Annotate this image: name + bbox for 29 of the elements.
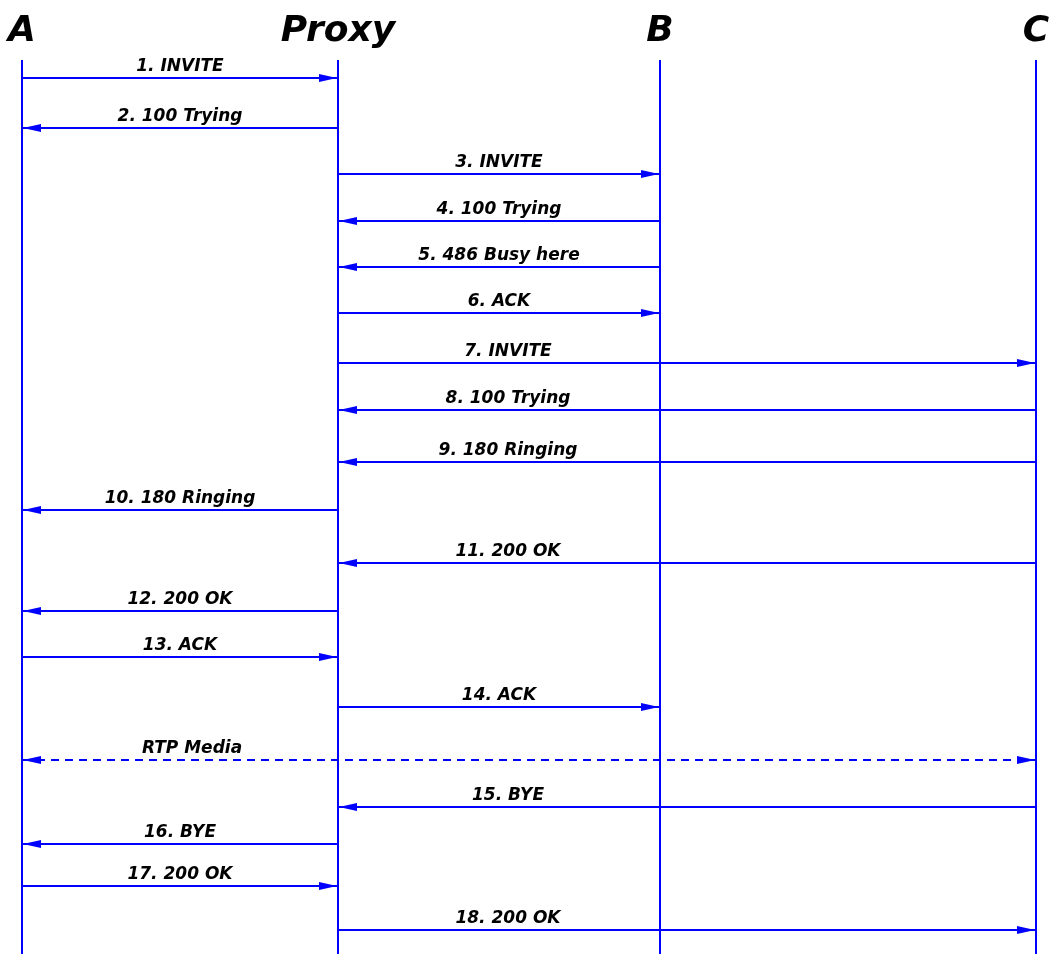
participant-label: A — [5, 8, 37, 50]
message-arrow — [22, 756, 1036, 764]
message-arrow — [338, 803, 1036, 811]
message-arrow — [338, 309, 660, 317]
message-label: 5. 486 Busy here — [416, 244, 582, 264]
message-arrow — [22, 653, 338, 661]
message-label: 4. 100 Trying — [434, 198, 564, 218]
message-arrow — [22, 506, 338, 514]
message-arrow — [338, 559, 1036, 567]
message-arrow — [22, 124, 338, 132]
participant-label: B — [645, 8, 675, 50]
message-arrow — [22, 607, 338, 615]
message-arrow — [338, 359, 1036, 367]
message-label: 2. 100 Trying — [115, 105, 245, 125]
message-arrow — [338, 263, 660, 271]
message-arrow — [338, 926, 1036, 934]
message-arrow — [338, 458, 1036, 466]
message-label: 10. 180 Ringing — [102, 487, 258, 507]
message-arrow — [22, 882, 338, 890]
message-label: 8. 100 Trying — [443, 387, 573, 407]
participant-label: Proxy — [279, 8, 398, 50]
message-arrow — [338, 217, 660, 225]
message-label: 9. 180 Ringing — [436, 439, 580, 459]
message-arrow — [22, 74, 338, 82]
message-arrow — [338, 703, 660, 711]
participant-label: C — [1021, 8, 1051, 50]
message-arrow — [22, 840, 338, 848]
message-arrow — [338, 406, 1036, 414]
message-arrow — [338, 170, 660, 178]
